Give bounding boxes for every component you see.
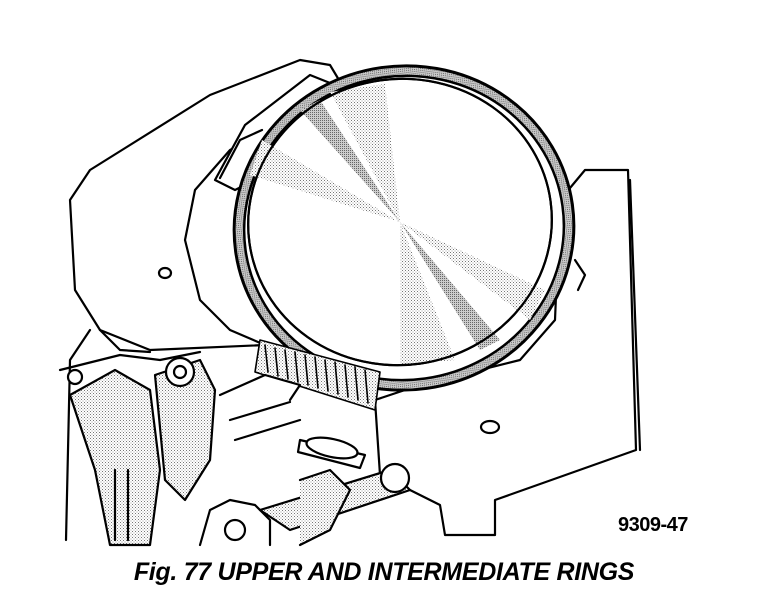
piston-icon [247, 77, 553, 367]
ring-compressor-icon [68, 356, 412, 547]
figure-caption: Fig. 77 UPPER AND INTERMEDIATE RINGS [133, 558, 635, 586]
figure-reference-code: 9309-47 [618, 514, 688, 536]
expander-spring-icon [254, 339, 381, 411]
tool-base-plate [58, 58, 347, 542]
